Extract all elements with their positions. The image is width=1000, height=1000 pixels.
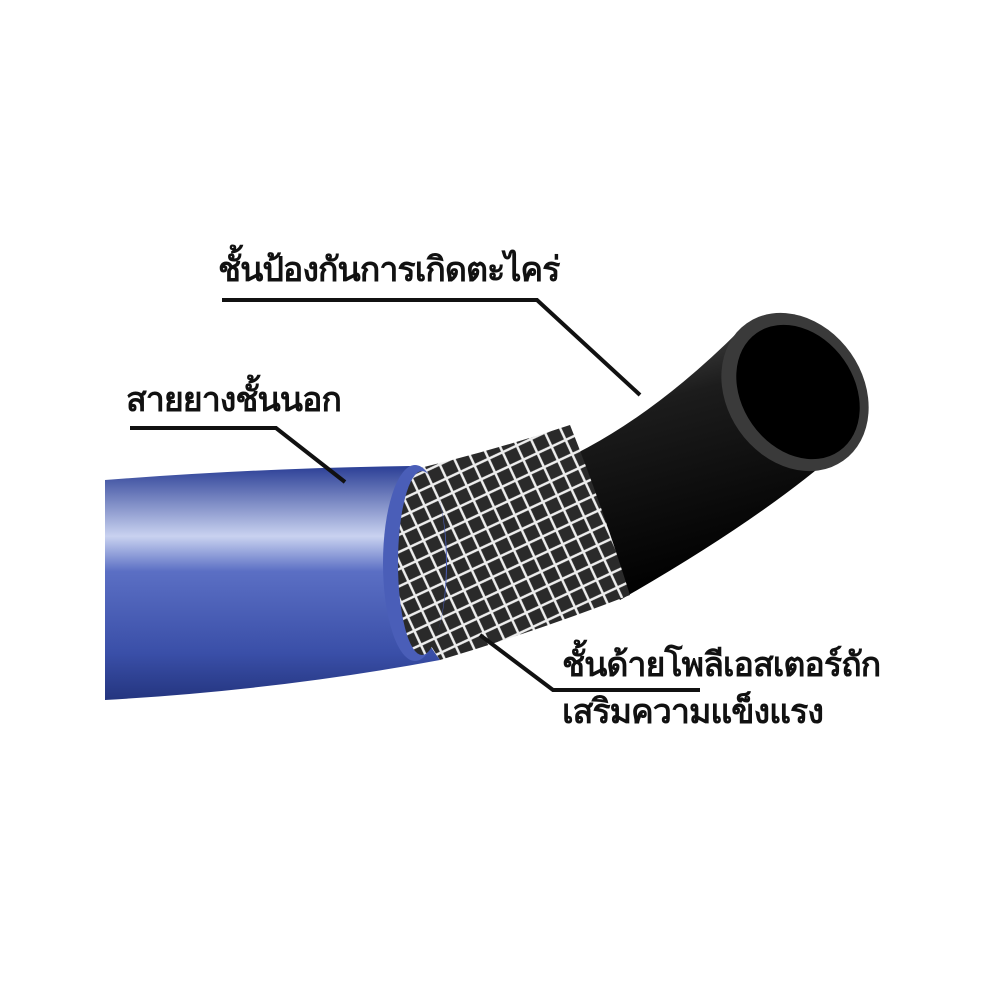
label-polyester-layer-line2: เสริมความแข็งแรง bbox=[562, 692, 824, 732]
leader-line-polyester bbox=[478, 633, 700, 692]
leader-line-anti-moss bbox=[222, 298, 642, 397]
label-anti-moss-layer: ชั้นป้องกันการเกิดตะไคร่ bbox=[218, 250, 560, 290]
outer-hose bbox=[105, 466, 440, 700]
label-outer-hose: สายยางชั้นนอก bbox=[126, 380, 342, 420]
polyester-mesh-layer bbox=[388, 425, 630, 660]
leader-line-outer-hose bbox=[130, 426, 347, 484]
label-polyester-layer-line1: ชั้นด้ายโพลีเอสเตอร์ถัก bbox=[562, 645, 881, 685]
